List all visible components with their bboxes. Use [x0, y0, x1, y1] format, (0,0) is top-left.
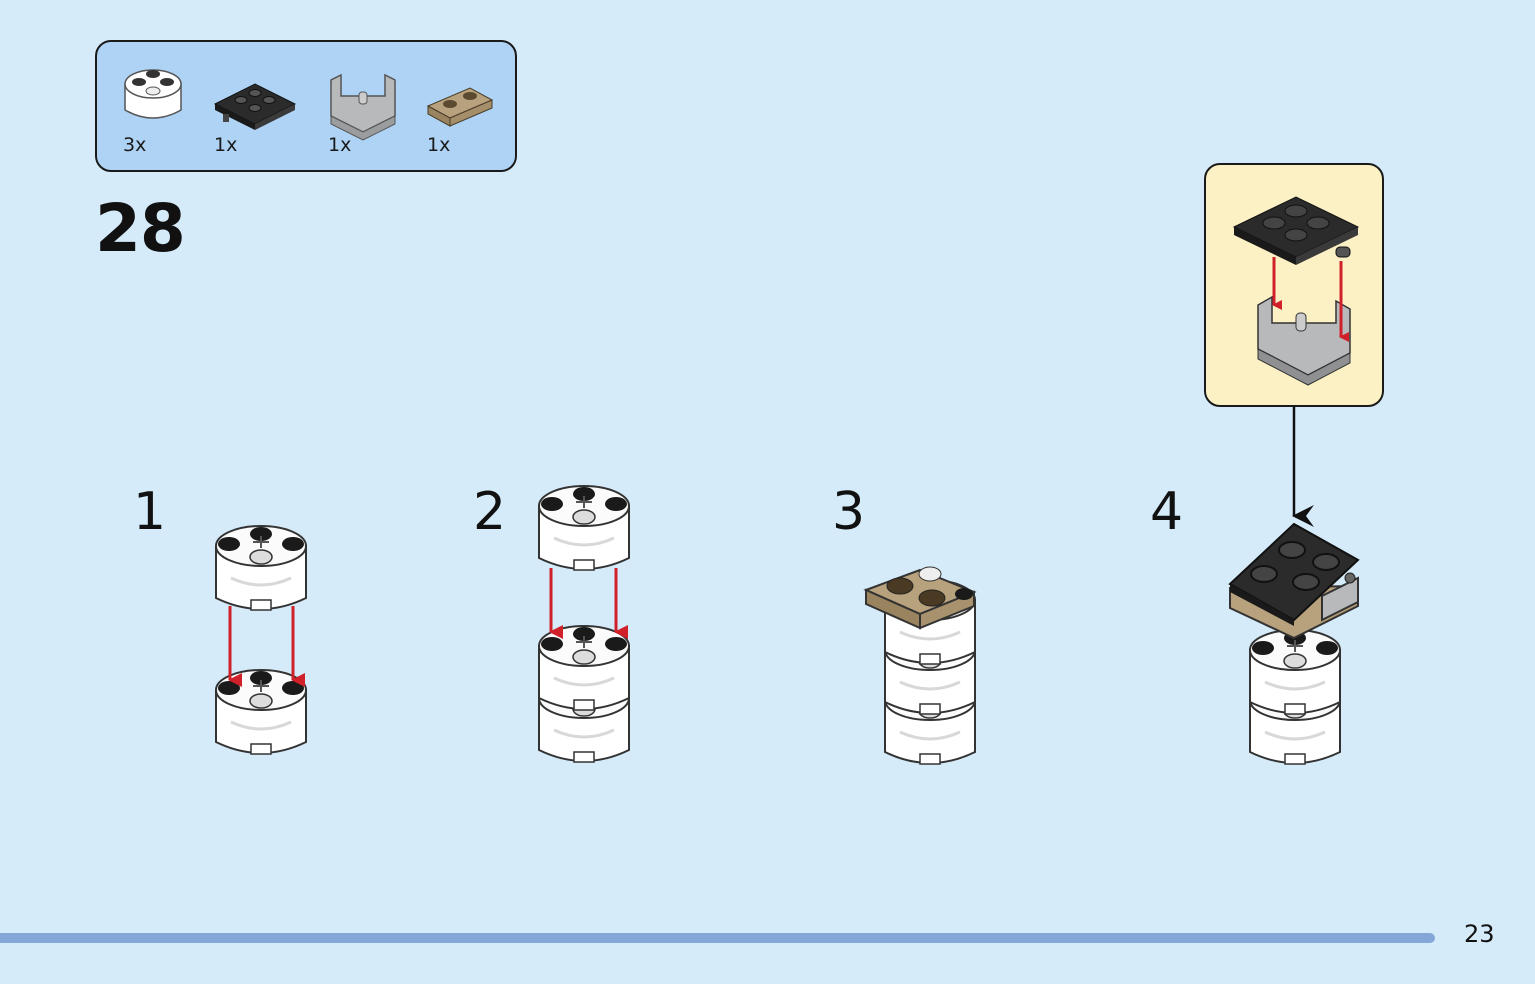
callout-black-plate — [1232, 196, 1360, 265]
part-tan-plate-icon — [426, 87, 494, 127]
substep-1-label: 1 — [133, 482, 167, 542]
part-round-brick-icon — [124, 69, 182, 119]
substep-4-hinge-plate — [1228, 522, 1360, 640]
substep-3-assembly — [863, 566, 977, 766]
substep-2-assembly — [537, 484, 631, 764]
parts-list-illustrations — [124, 69, 494, 141]
substep-3-tan-plate — [863, 566, 977, 630]
part-hinge-icon — [330, 73, 396, 141]
substep-2-label: 2 — [473, 482, 507, 542]
substep-2-base-top — [537, 624, 631, 712]
callout-illustration — [1232, 196, 1360, 386]
page-number: 23 — [1464, 920, 1495, 948]
part-qty-black-plate: 1x — [214, 134, 238, 156]
part-black-plate-icon — [213, 83, 297, 130]
substep-1-assembly — [214, 524, 308, 756]
substep-2-top-brick — [537, 484, 631, 572]
substep-1-bottom-brick — [214, 668, 308, 756]
substep-1-top-brick — [214, 524, 308, 612]
substep-4-assembly — [1228, 407, 1360, 766]
substep-3-label: 3 — [832, 482, 866, 542]
parts-list-box: 3x 1x 1x 1x — [95, 40, 517, 172]
part-qty-tan-plate: 1x — [427, 134, 451, 156]
substep-4-brick-middle — [1248, 628, 1342, 716]
part-qty-round-brick: 3x — [123, 134, 147, 156]
page-progress-bar — [0, 933, 1435, 943]
substep-4-label: 4 — [1150, 482, 1184, 542]
callout-hinge — [1257, 295, 1351, 386]
sub-assembly-callout — [1204, 163, 1384, 407]
part-qty-hinge: 1x — [328, 134, 352, 156]
step-number: 28 — [95, 190, 186, 267]
